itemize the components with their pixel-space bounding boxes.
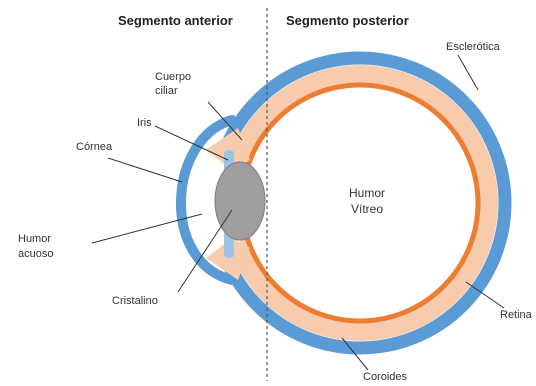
label-cristalino: Cristalino [112,295,158,307]
label-esclerotica: Esclerótica [446,41,501,53]
label-humor-vitreo-line2: Vítreo [351,202,383,216]
leader-cornea [108,158,182,182]
leader-esclerotica [458,55,478,90]
label-coroides: Coroides [363,371,408,381]
header-segmento-anterior: Segmento anterior [118,13,233,28]
header-segmento-posterior: Segmento posterior [286,13,409,28]
label-humor-acuoso-line2: acuoso [18,248,53,260]
label-humor-vitreo-line1: Humor [349,186,385,200]
label-cornea: Córnea [76,141,113,153]
label-cuerpo-ciliar-line2: ciliar [155,85,178,97]
lens-shape [215,162,265,240]
label-retina: Retina [500,309,533,321]
label-humor-acuoso-line1: Humor [18,233,51,245]
label-iris: Iris [137,117,152,129]
label-cuerpo-ciliar-line1: Cuerpo [155,71,191,83]
